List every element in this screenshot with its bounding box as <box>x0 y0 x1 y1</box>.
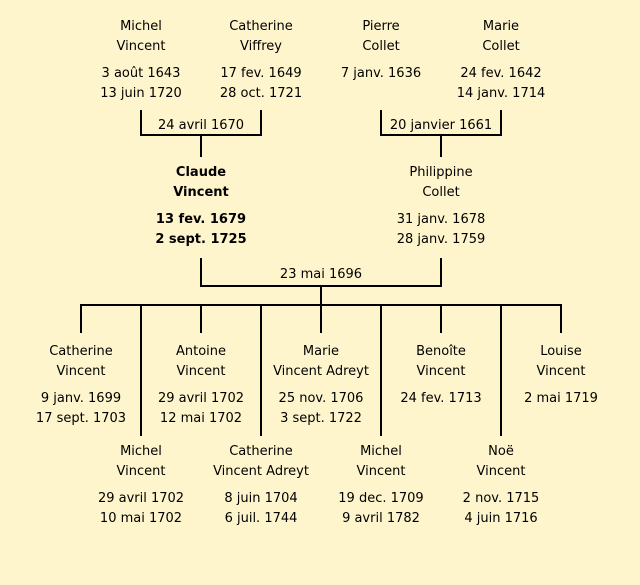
first-name: Marie <box>482 19 520 34</box>
death-date: 28 janv. 1759 <box>396 232 486 247</box>
birth-date: 24 fev. 1713 <box>400 391 482 406</box>
birth-date: 29 avril 1702 <box>157 391 245 406</box>
death-date: 28 oct. 1721 <box>219 86 303 101</box>
person-catherine-vincent-child[interactable]: Catherine Vincent 9 janv. 1699 17 sept. … <box>16 342 146 429</box>
life-dates: 29 avril 1702 10 mai 1702 <box>76 489 206 529</box>
birth-date: 29 avril 1702 <box>97 491 185 506</box>
birth-date: 7 janv. 1636 <box>340 66 422 81</box>
death-date: 3 sept. 1722 <box>280 411 362 426</box>
first-name: Michel <box>360 444 402 459</box>
birth-date: 17 fev. 1649 <box>220 66 302 81</box>
person-noe-vincent[interactable]: Noë Vincent 2 nov. 1715 4 juin 1716 <box>436 442 566 529</box>
first-name: Michel <box>120 19 162 34</box>
last-name: Vincent <box>173 185 229 200</box>
death-date: 9 avril 1782 <box>342 511 420 526</box>
first-name: Noë <box>488 444 514 459</box>
life-dates: 2 mai 1719 <box>496 389 626 409</box>
death-date: 12 mai 1702 <box>159 411 243 426</box>
life-dates: 25 nov. 1706 3 sept. 1722 <box>256 389 386 429</box>
life-dates: 9 janv. 1699 17 sept. 1703 <box>16 389 146 429</box>
first-name: Philippine <box>409 165 473 180</box>
death-date: 10 mai 1702 <box>99 511 183 526</box>
birth-date: 13 fev. 1679 <box>155 212 247 227</box>
last-name: Vincent <box>356 464 406 479</box>
person-claude-vincent[interactable]: Claude Vincent 13 fev. 1679 2 sept. 1725 <box>136 163 266 250</box>
death-date: 2 sept. 1725 <box>155 232 247 247</box>
first-name: Pierre <box>362 19 400 34</box>
first-name: Catherine <box>229 444 293 459</box>
last-name: Collet <box>482 39 520 54</box>
person-philippine-collet[interactable]: Philippine Collet 31 janv. 1678 28 janv.… <box>376 163 506 250</box>
death-date: 4 juin 1716 <box>464 511 538 526</box>
last-name: Vincent <box>176 364 226 379</box>
last-name: Vincent <box>536 364 586 379</box>
life-dates: 31 janv. 1678 28 janv. 1759 <box>376 210 506 250</box>
first-name: Michel <box>120 444 162 459</box>
birth-date: 9 janv. 1699 <box>40 391 122 406</box>
life-dates: 13 fev. 1679 2 sept. 1725 <box>136 210 266 250</box>
life-dates: 2 nov. 1715 4 juin 1716 <box>436 489 566 529</box>
marriage-date-parents: 23 mai 1696 <box>279 267 363 282</box>
last-name: Collet <box>422 185 460 200</box>
death-date: 6 juil. 1744 <box>224 511 298 526</box>
person-pierre-collet[interactable]: Pierre Collet 7 janv. 1636 <box>316 17 446 84</box>
life-dates: 17 fev. 1649 28 oct. 1721 <box>196 64 326 104</box>
death-date: 14 janv. 1714 <box>456 86 546 101</box>
first-name: Antoine <box>175 344 227 359</box>
last-name: Vincent <box>116 39 166 54</box>
person-michel-vincent-child-1709[interactable]: Michel Vincent 19 dec. 1709 9 avril 1782 <box>316 442 446 529</box>
person-marie-collet[interactable]: Marie Collet 24 fev. 1642 14 janv. 1714 <box>436 17 566 104</box>
birth-date: 19 dec. 1709 <box>338 491 424 506</box>
life-dates: 24 fev. 1713 <box>376 389 506 409</box>
first-name: Louise <box>540 344 582 359</box>
person-louise-vincent[interactable]: Louise Vincent 2 mai 1719 <box>496 342 626 409</box>
first-name: Benoîte <box>416 344 466 359</box>
life-dates: 8 juin 1704 6 juil. 1744 <box>196 489 326 529</box>
birth-date: 2 nov. 1715 <box>462 491 540 506</box>
first-name: Marie <box>302 344 340 359</box>
person-antoine-vincent[interactable]: Antoine Vincent 29 avril 1702 12 mai 170… <box>136 342 266 429</box>
birth-date: 31 janv. 1678 <box>396 212 486 227</box>
person-benoite-vincent[interactable]: Benoîte Vincent 24 fev. 1713 <box>376 342 506 409</box>
birth-date: 25 nov. 1706 <box>278 391 364 406</box>
death-date: 13 juin 1720 <box>100 86 182 101</box>
life-dates: 29 avril 1702 12 mai 1702 <box>136 389 266 429</box>
marriage-date-collet: 20 janvier 1661 <box>389 118 493 133</box>
death-date: 17 sept. 1703 <box>35 411 127 426</box>
first-name: Catherine <box>49 344 113 359</box>
birth-date: 24 fev. 1642 <box>460 66 542 81</box>
life-dates: 7 janv. 1636 <box>316 64 446 84</box>
person-marie-vincent-adreyt[interactable]: Marie Vincent Adreyt 25 nov. 1706 3 sept… <box>256 342 386 429</box>
first-name: Claude <box>175 165 227 180</box>
last-name: Vincent <box>116 464 166 479</box>
last-name: Collet <box>362 39 400 54</box>
person-michel-vincent-grandfather[interactable]: Michel Vincent 3 août 1643 13 juin 1720 <box>76 17 206 104</box>
last-name: Vincent <box>56 364 106 379</box>
person-michel-vincent-child-1702[interactable]: Michel Vincent 29 avril 1702 10 mai 1702 <box>76 442 206 529</box>
life-dates: 24 fev. 1642 14 janv. 1714 <box>436 64 566 104</box>
last-name: Vincent <box>416 364 466 379</box>
birth-date: 2 mai 1719 <box>524 391 598 406</box>
birth-date: 3 août 1643 <box>101 66 181 81</box>
first-name: Catherine <box>229 19 293 34</box>
person-catherine-viffrey[interactable]: Catherine Viffrey 17 fev. 1649 28 oct. 1… <box>196 17 326 104</box>
last-name: Vincent Adreyt <box>213 464 309 479</box>
life-dates: 3 août 1643 13 juin 1720 <box>76 64 206 104</box>
person-catherine-vincent-adreyt[interactable]: Catherine Vincent Adreyt 8 juin 1704 6 j… <box>196 442 326 529</box>
marriage-date-vincent-viffrey: 24 avril 1670 <box>157 118 245 133</box>
last-name: Vincent <box>476 464 526 479</box>
life-dates: 19 dec. 1709 9 avril 1782 <box>316 489 446 529</box>
birth-date: 8 juin 1704 <box>224 491 298 506</box>
last-name: Viffrey <box>240 39 282 54</box>
last-name: Vincent Adreyt <box>273 364 369 379</box>
